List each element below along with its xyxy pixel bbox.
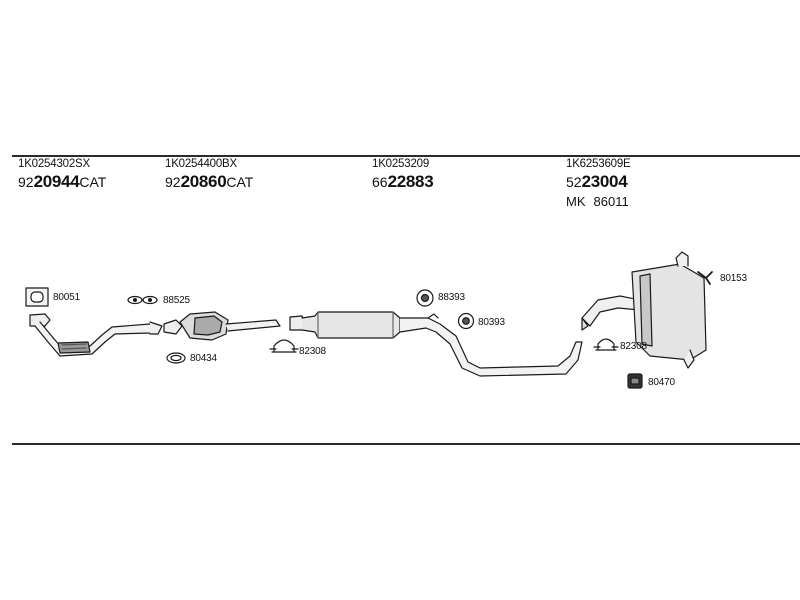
gasket-pair-icon [127, 295, 158, 305]
part-number: 1K0254302SX [18, 158, 90, 170]
label-clamp-rear: 82308 [620, 341, 647, 352]
ring-lower-icon [457, 312, 475, 330]
part-code: 6622883 [372, 172, 434, 191]
middle-silencer-icon [289, 311, 583, 377]
label-clamp-mid: 82308 [299, 346, 326, 357]
ring-gasket-icon [166, 352, 186, 364]
header-middle-silencer: 1K0253209 6622883 [372, 158, 434, 192]
label-ring-lower: 80393 [478, 317, 505, 328]
label-ring-upper: 88393 [438, 292, 465, 303]
part-code: 9220944CAT [18, 172, 107, 191]
rubber-mount-icon [627, 373, 643, 389]
catalyst-icon [163, 311, 281, 341]
part-number: 1K0254400BX [165, 158, 237, 170]
front-pipe-icon [29, 313, 163, 357]
label-gasket-pair: 88525 [163, 295, 190, 306]
label-ring-gasket: 80434 [190, 353, 217, 364]
part-code: 9220860CAT [165, 172, 254, 191]
gasket-front-icon [25, 287, 49, 307]
header-front-pipe: 1K0254302SX 9220944CAT [18, 158, 106, 192]
clamp-mid-icon [269, 339, 299, 353]
label-gasket-front: 80051 [53, 292, 80, 303]
ring-upper-icon [416, 289, 434, 307]
top-divider [12, 155, 800, 157]
header-catalyst: 1K0254400BX 9220860CAT [165, 158, 253, 192]
label-hanger-rear: 80153 [720, 273, 747, 284]
part-number: 1K0253209 [372, 158, 430, 170]
bottom-divider [12, 443, 800, 445]
hanger-rear-icon [697, 271, 713, 285]
rear-silencer-icon [581, 251, 707, 369]
label-rubber-mount: 80470 [648, 377, 675, 388]
part-number: 1K6253609E [566, 158, 631, 170]
clamp-rear-icon [593, 338, 619, 351]
part-code: 5223004 [566, 172, 628, 191]
